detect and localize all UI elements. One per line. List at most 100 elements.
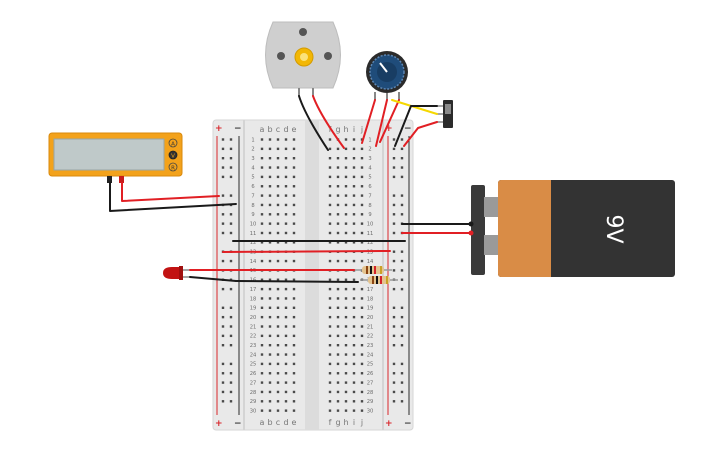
breadboard-hole[interactable] — [292, 138, 296, 141]
wire-black[interactable] — [298, 95, 329, 151]
breadboard-hole[interactable] — [284, 185, 288, 188]
breadboard-hole[interactable] — [268, 390, 272, 394]
breadboard-hole[interactable] — [229, 372, 233, 375]
breadboard-hole[interactable] — [276, 362, 280, 366]
breadboard-hole[interactable] — [336, 381, 340, 384]
breadboard-hole[interactable] — [360, 213, 364, 216]
breadboard-hole[interactable] — [344, 409, 348, 412]
breadboard-hole[interactable] — [344, 147, 348, 151]
breadboard-hole[interactable] — [392, 166, 396, 169]
breadboard-hole[interactable] — [400, 362, 404, 366]
breadboard-hole[interactable] — [328, 166, 332, 169]
breadboard-hole[interactable] — [400, 147, 404, 151]
breadboard-hole[interactable] — [336, 400, 340, 403]
breadboard-hole[interactable] — [268, 185, 272, 188]
breadboard-hole[interactable] — [284, 231, 288, 235]
breadboard-hole[interactable] — [260, 194, 264, 197]
breadboard-hole[interactable] — [292, 157, 296, 160]
breadboard-hole[interactable] — [400, 194, 404, 197]
breadboard-hole[interactable] — [392, 203, 396, 207]
breadboard-hole[interactable] — [260, 278, 264, 281]
breadboard-hole[interactable] — [268, 241, 272, 244]
breadboard-hole[interactable] — [268, 306, 272, 309]
breadboard-hole[interactable] — [336, 259, 340, 263]
breadboard-hole[interactable] — [360, 157, 364, 160]
breadboard-hole[interactable] — [260, 372, 264, 375]
breadboard-hole[interactable] — [284, 241, 288, 244]
breadboard-hole[interactable] — [392, 222, 396, 225]
breadboard-hole[interactable] — [336, 297, 340, 300]
breadboard-hole[interactable] — [260, 306, 264, 309]
wire-red[interactable] — [222, 250, 391, 253]
breadboard-hole[interactable] — [392, 315, 396, 319]
breadboard-hole[interactable] — [352, 147, 356, 151]
breadboard-hole[interactable] — [292, 353, 296, 356]
breadboard-hole[interactable] — [292, 203, 296, 207]
breadboard-hole[interactable] — [229, 287, 233, 291]
breadboard-hole[interactable] — [352, 278, 356, 281]
multimeter-mode-r[interactable]: R — [168, 162, 178, 172]
breadboard-hole[interactable] — [268, 147, 272, 151]
breadboard-hole[interactable] — [352, 353, 356, 356]
breadboard-hole[interactable] — [344, 325, 348, 328]
breadboard-hole[interactable] — [276, 222, 280, 225]
breadboard-hole[interactable] — [360, 241, 364, 244]
breadboard-hole[interactable] — [400, 138, 404, 141]
breadboard-hole[interactable] — [260, 213, 264, 216]
breadboard-hole[interactable] — [360, 175, 364, 179]
breadboard-hole[interactable] — [292, 297, 296, 300]
breadboard-hole[interactable] — [344, 157, 348, 160]
breadboard-hole[interactable] — [360, 400, 364, 403]
breadboard-hole[interactable] — [292, 231, 296, 235]
breadboard-hole[interactable] — [268, 194, 272, 197]
breadboard-hole[interactable] — [360, 381, 364, 384]
breadboard-hole[interactable] — [260, 157, 264, 160]
breadboard-hole[interactable] — [344, 287, 348, 291]
breadboard-hole[interactable] — [276, 390, 280, 394]
breadboard-hole[interactable] — [292, 315, 296, 319]
breadboard-hole[interactable] — [360, 409, 364, 412]
breadboard-hole[interactable] — [344, 194, 348, 197]
breadboard-hole[interactable] — [392, 362, 396, 366]
breadboard-hole[interactable] — [229, 306, 233, 309]
breadboard-hole[interactable] — [221, 213, 225, 216]
breadboard-hole[interactable] — [328, 138, 332, 141]
breadboard-hole[interactable] — [344, 203, 348, 207]
breadboard-hole[interactable] — [276, 325, 280, 328]
breadboard-hole[interactable] — [360, 362, 364, 366]
breadboard-hole[interactable] — [260, 185, 264, 188]
breadboard-hole[interactable] — [344, 297, 348, 300]
breadboard-hole[interactable] — [336, 241, 340, 244]
breadboard-hole[interactable] — [268, 166, 272, 169]
breadboard-hole[interactable] — [284, 306, 288, 309]
breadboard-hole[interactable] — [336, 222, 340, 225]
breadboard-hole[interactable] — [392, 213, 396, 216]
breadboard-hole[interactable] — [392, 269, 396, 272]
breadboard-hole[interactable] — [360, 390, 364, 394]
breadboard-hole[interactable] — [328, 353, 332, 356]
slide-switch[interactable] — [437, 100, 453, 128]
breadboard-hole[interactable] — [229, 147, 233, 151]
breadboard-hole[interactable] — [392, 138, 396, 141]
breadboard-hole[interactable] — [260, 175, 264, 179]
breadboard-hole[interactable] — [268, 400, 272, 403]
breadboard-hole[interactable] — [328, 297, 332, 300]
breadboard-hole[interactable] — [360, 138, 364, 141]
breadboard-hole[interactable] — [268, 362, 272, 366]
breadboard-hole[interactable] — [260, 147, 264, 151]
dc-motor[interactable] — [265, 21, 341, 96]
breadboard-hole[interactable] — [344, 213, 348, 216]
breadboard-hole[interactable] — [344, 372, 348, 375]
breadboard-hole[interactable] — [260, 297, 264, 300]
breadboard-hole[interactable] — [344, 353, 348, 356]
breadboard-hole[interactable] — [392, 147, 396, 151]
breadboard-hole[interactable] — [336, 157, 340, 160]
breadboard-hole[interactable] — [328, 259, 332, 263]
multimeter-probe-red[interactable] — [119, 176, 124, 183]
breadboard-hole[interactable] — [229, 138, 233, 141]
breadboard-hole[interactable] — [260, 287, 264, 291]
breadboard-hole[interactable] — [328, 241, 332, 244]
breadboard-hole[interactable] — [400, 287, 404, 291]
breadboard-hole[interactable] — [276, 213, 280, 216]
